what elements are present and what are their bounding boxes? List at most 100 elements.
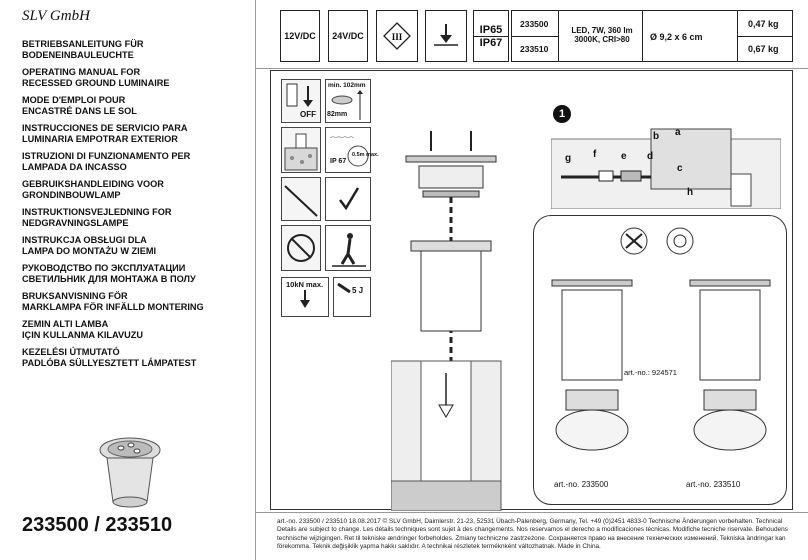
language-title-line: INSTRUKTIONSVEJLEDNING FOR <box>22 207 172 217</box>
depth-panel: min. 102mm <box>325 79 371 123</box>
power-off-icon <box>286 83 313 107</box>
language-title-line: ISTRUZIONI DI FUNZIONAMENTO PER <box>22 151 191 161</box>
model-233500: 233500 <box>520 19 549 29</box>
correct-install-icon <box>284 185 318 217</box>
width-label: 82mm <box>327 111 348 118</box>
language-title-line: KEZELÉSI ÚTMUTATÓ <box>22 347 120 357</box>
language-title-line: MODE D'EMPLOI POUR <box>22 95 126 105</box>
spec-table: 233500 233510 LED, 7W, 360 lm 3000K, CRI… <box>511 10 793 62</box>
language-title-line: СВЕТИЛЬНИК ДЛЯ МОНТАЖА В ПОЛУ <box>22 274 196 284</box>
language-title-line: BRUKSANVISNING FÖR <box>22 291 128 301</box>
label-b: b <box>653 131 660 142</box>
min-depth-label: min. 102mm <box>328 82 366 89</box>
ip67-label: IP67 <box>474 35 508 49</box>
impact-label: 5 J <box>352 286 364 295</box>
impact-panel: 5 J <box>333 277 371 317</box>
checkmark-icon <box>339 187 360 211</box>
exploded-installation-drawing <box>391 131 502 511</box>
voltage-24v-box: 24V/DC <box>328 10 368 62</box>
ip67-icon-label: IP 67 <box>330 158 347 165</box>
voltage-12v-box: 12V/DC <box>280 10 320 62</box>
legal-footer: art.-no. 233500 / 233510 18.08.2017 © SL… <box>277 518 788 551</box>
column-divider <box>255 0 256 560</box>
max-depth-label: 0.5m max. <box>352 152 379 158</box>
voltage-12v-label: 12V/DC <box>284 31 316 41</box>
cable-gland-icons <box>620 227 694 255</box>
language-title-line: РУКОВОДСТВО ПО ЭКСПЛУАТАЦИИ <box>22 263 186 273</box>
soil-drainage-icon <box>284 133 318 171</box>
language-title-line: RECESSED GROUND LUMINAIRE <box>22 78 170 88</box>
protection-class-box: III <box>376 10 418 62</box>
weight-233500: 0,47 kg <box>748 19 779 29</box>
power-off-panel: OFF <box>281 79 321 123</box>
language-title-line: BODENEINBAULEUCHTE <box>22 50 134 60</box>
depth-arrow-icon <box>331 90 363 120</box>
off-label: OFF <box>300 110 316 119</box>
load-panel: 10kN max. <box>281 277 329 317</box>
assembly-detail-frame: art.-no.: 924571 art.-no. 233500 art.-no… <box>533 215 787 505</box>
recessed-mount-icon <box>434 24 458 46</box>
weight-233510: 0,67 kg <box>748 44 779 54</box>
language-title-line: BETRIEBSANLEITUNG FÜR <box>22 39 144 49</box>
label-c: c <box>677 163 683 174</box>
svg-text:III: III <box>392 32 403 42</box>
language-title-line: MARKLAMPA FÖR INFÄLLD MONTERING <box>22 302 204 312</box>
label-h: h <box>687 187 694 198</box>
step-1-badge: 1 <box>553 105 571 123</box>
label-f: f <box>593 149 597 160</box>
language-title-line: GRONDINBOUWLAMP <box>22 190 121 200</box>
ground-mount-box <box>425 10 467 62</box>
part-number-label: art.-no.: 924571 <box>624 368 677 377</box>
no-lawnmower-icon <box>287 234 315 262</box>
light-spec: LED, 7W, 360 lm 3000K, CRI>80 <box>571 26 633 44</box>
class-iii-icon: III <box>383 22 411 50</box>
language-title-line: NEDGRAVNINGSLAMPE <box>22 218 129 228</box>
load-arrow-icon <box>300 290 310 308</box>
language-title-line: ENCASTRÉ DANS LE SOL <box>22 106 137 116</box>
model-233510: 233510 <box>520 44 549 54</box>
voltage-24v-label: 24V/DC <box>332 31 364 41</box>
header-divider <box>255 68 808 69</box>
language-title-line: LUMINARIA EMPOTRAR EXTERIOR <box>22 134 178 144</box>
fixture-cross-sections <box>551 279 771 451</box>
ip65-label: IP65 <box>479 23 503 36</box>
language-title-line: ZEMIN ALTI LAMBA <box>22 319 109 329</box>
language-title-line: INSTRUKCJA OBSŁUGI DLA <box>22 235 147 245</box>
language-title-line: INSTRUCCIONES DE SERVICIO PARA <box>22 123 188 133</box>
luminaire-product-image <box>99 437 161 508</box>
check-panel <box>325 177 371 221</box>
article-numbers: 233500 / 233510 <box>22 514 173 536</box>
immersion-icon: ⌒⌒⌒⌒ <box>330 137 369 167</box>
instruction-panel: OFF min. 102mm 82mm IP 67 ⌒⌒⌒⌒ 0.5m max. <box>270 70 793 511</box>
correct-install-panel <box>281 177 321 221</box>
language-title-line: IÇIN KULLANMA KILAVUZU <box>22 330 143 340</box>
load-label: 10kN max. <box>286 280 324 289</box>
cable-connection-drawing <box>551 128 781 209</box>
immersion-panel: IP 67 ⌒⌒⌒⌒ 0.5m max. <box>325 127 379 173</box>
soil-panel <box>281 127 321 173</box>
pedestrian-icon <box>332 233 366 267</box>
art-no-233500-label: art.-no. 233500 <box>554 480 609 489</box>
language-title-line: PADLÓBA SÜLLYESZTETT LÁMPATEST <box>22 358 197 368</box>
label-g: g <box>565 153 572 164</box>
dimension-spec: Ø 9,2 x 6 cm <box>650 32 703 42</box>
ip-rating-box: IP65 IP67 <box>473 10 509 62</box>
brand-name: SLV GmbH <box>22 8 90 24</box>
label-e: e <box>621 151 627 162</box>
walk-over-panel <box>325 225 371 271</box>
language-title-line: OPERATING MANUAL FOR <box>22 67 141 77</box>
hammer-icon <box>337 282 351 294</box>
label-d: d <box>647 151 654 162</box>
